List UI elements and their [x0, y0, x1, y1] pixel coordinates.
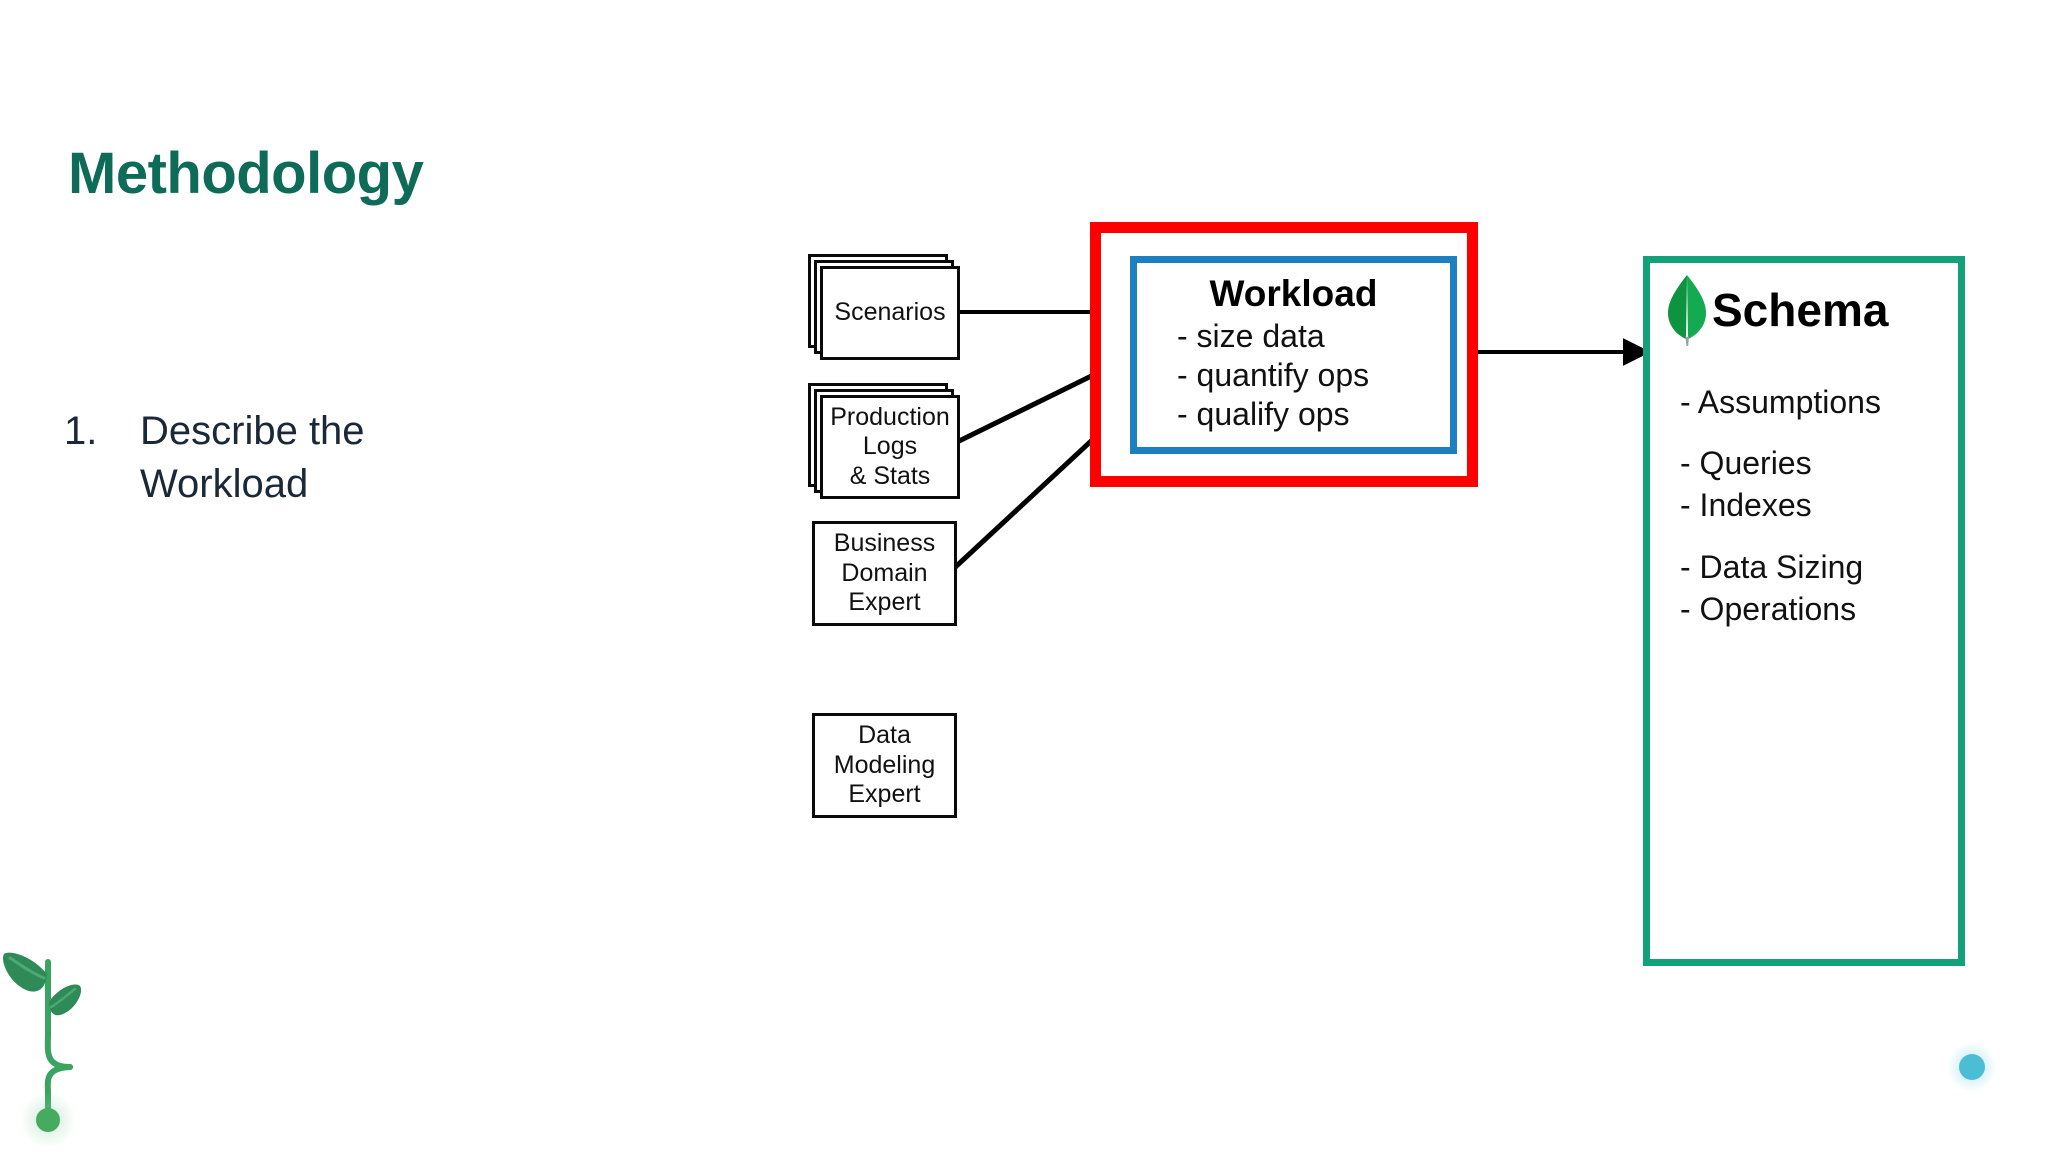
data-modeling-expert-box[interactable]: Data Modeling Expert	[812, 713, 957, 818]
production-logs-label-2: Logs	[862, 432, 918, 461]
schema-item-data-sizing: - Data Sizing	[1680, 548, 1864, 585]
production-logs-label-1: Production	[830, 402, 950, 431]
workload-item-size-data: - size data	[1177, 318, 1325, 354]
workload-item-quantify-ops: - quantify ops	[1177, 357, 1370, 394]
business-domain-expert-box[interactable]: Business Domain Expert	[812, 521, 957, 626]
data-modeling-expert-label-2: Modeling	[833, 750, 936, 779]
list-item-number: 1.	[64, 409, 98, 453]
schema-group-gap-2	[1650, 527, 1958, 546]
mongodb-leaf-icon	[1668, 275, 1706, 346]
schema-item-queries: - Queries	[1680, 445, 1812, 482]
schema-title: Schema	[1712, 284, 1889, 336]
data-modeling-expert-label-1: Data	[858, 721, 911, 750]
page-title: Methodology	[68, 141, 424, 206]
workload-box[interactable]: Workload - size data - quantify ops - qu…	[1130, 256, 1457, 454]
schema-header: Schema	[1664, 273, 1958, 347]
methodology-step-list: 1. Describe the Workload	[64, 405, 494, 511]
business-expert-label-2: Domain	[841, 558, 928, 587]
schema-item-indexes: - Indexes	[1680, 487, 1812, 524]
schema-item-operations: - Operations	[1680, 590, 1857, 627]
vine-leaf-large-vein-icon	[8, 956, 46, 980]
vine-end-dot	[1959, 1054, 1985, 1080]
business-expert-label-3: Expert	[848, 588, 921, 617]
production-logs-label-3: & Stats	[849, 461, 931, 490]
sprout-vine-decoration	[2, 952, 1997, 1148]
workload-item-qualify-ops: - qualify ops	[1177, 396, 1350, 433]
production-logs-box[interactable]: Production Logs & Stats	[820, 395, 960, 499]
scenarios-box[interactable]: Scenarios	[820, 266, 960, 360]
vine-leaf-small-icon	[49, 984, 82, 1016]
schema-item-assumptions: - Assumptions	[1680, 384, 1881, 420]
list-item: 1. Describe the Workload	[64, 405, 494, 511]
business-expert-label-1: Business	[833, 529, 936, 558]
list-item-label: Describe the Workload	[140, 409, 365, 507]
workload-title: Workload	[1209, 273, 1378, 314]
data-modeling-expert-label-3: Expert	[848, 780, 921, 809]
vine-leaf-small-vein-icon	[49, 987, 77, 1009]
schema-group-gap-1	[1650, 423, 1958, 442]
scenarios-label: Scenarios	[834, 298, 946, 327]
schema-box[interactable]: Schema - Assumptions - Queries - Indexes…	[1643, 256, 1965, 966]
vine-start-dot	[36, 1108, 60, 1132]
